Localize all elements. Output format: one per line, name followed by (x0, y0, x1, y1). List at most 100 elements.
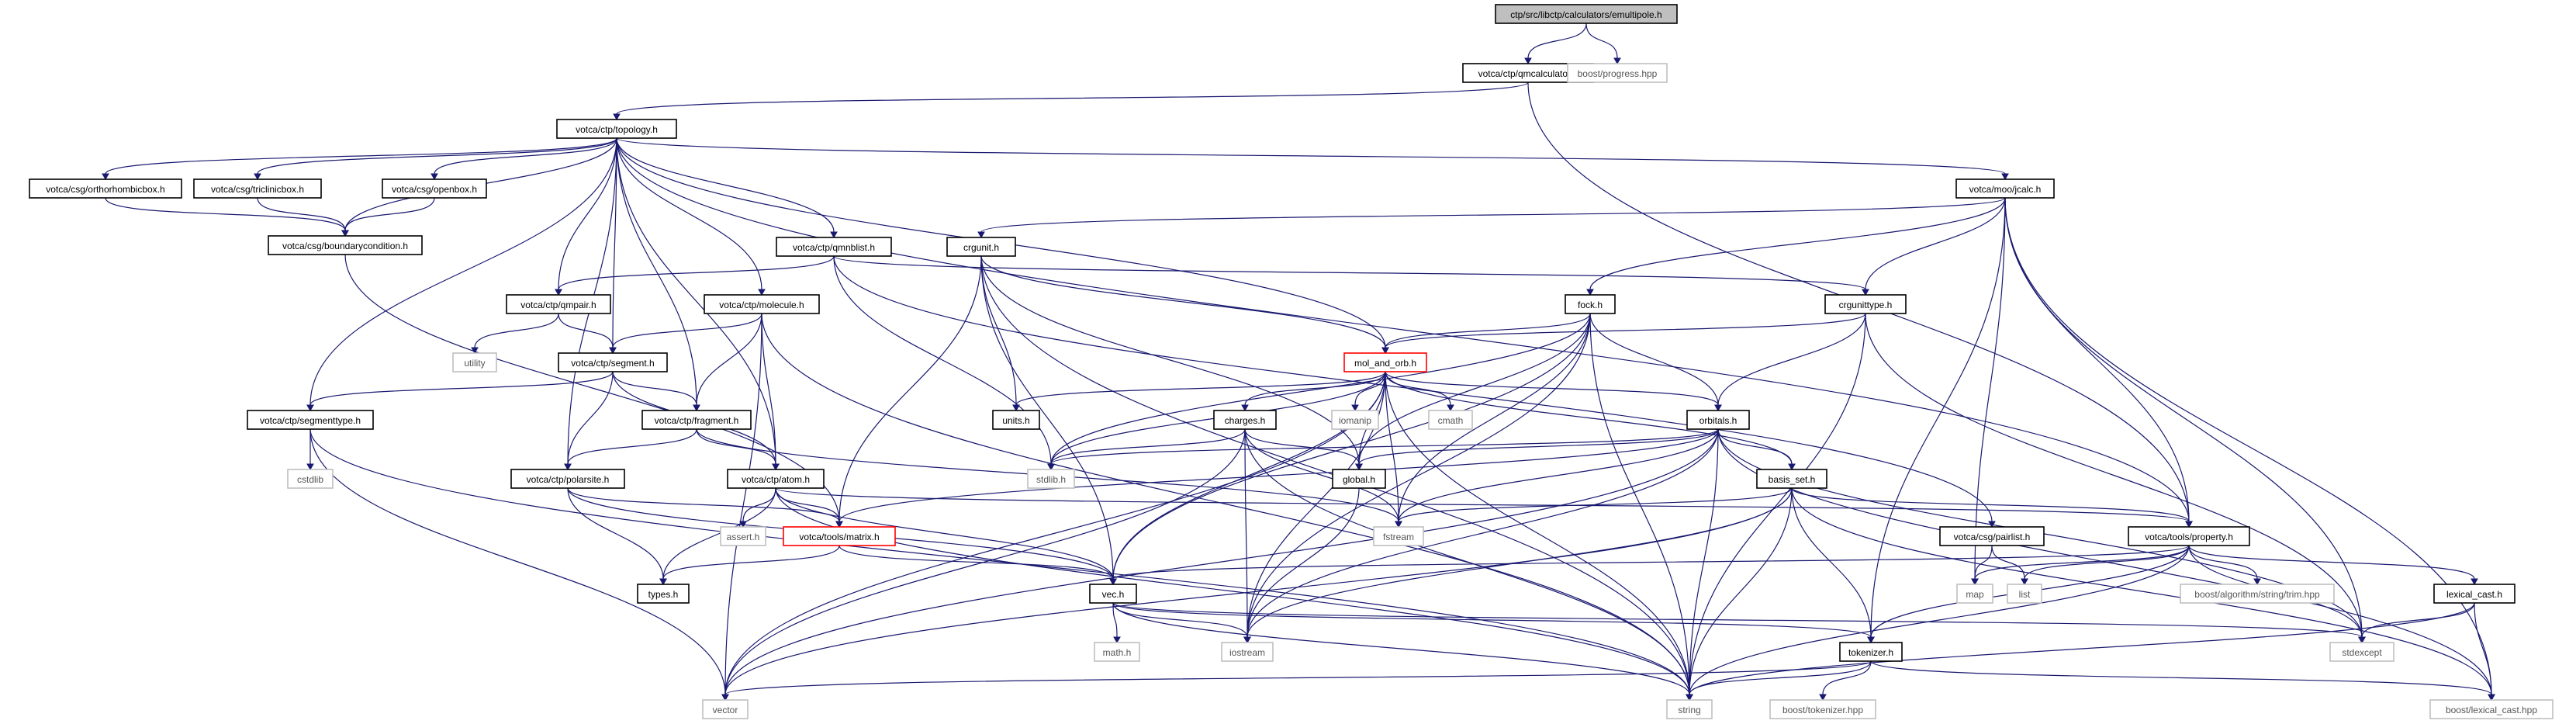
edge-lexical_cast_h-to-string (1689, 602, 2475, 695)
edge-orbitals-to-global (1358, 428, 1719, 465)
edge-crgunit-to-vec (980, 255, 1114, 580)
node-global[interactable]: global.h (1332, 469, 1386, 489)
node-label-charges: charges.h (1225, 415, 1266, 426)
node-box-vector (702, 699, 749, 719)
edge-charges-to-iostream (1244, 428, 1248, 638)
node-units[interactable]: units.h (992, 410, 1040, 430)
edge-triclinic-to-boundary (257, 197, 346, 231)
arrowhead-orbitals-to-global (1355, 463, 1363, 471)
node-label-qmpair: votca/ctp/qmpair.h (520, 300, 596, 310)
node-boost_tokenizer: boost/tokenizer.hpp (1769, 699, 1876, 719)
node-vec[interactable]: vec.h (1089, 584, 1137, 604)
node-box-crgunittype (1824, 294, 1907, 314)
edge-crgunit-to-matrix (838, 255, 982, 522)
node-box-orbitals (1686, 410, 1750, 430)
arrowhead-atom-to-assert (739, 521, 747, 528)
node-qmnblist[interactable]: votca/ctp/qmnblist.h (776, 237, 892, 257)
edge-topology-to-qmpair (558, 137, 617, 290)
edge-charges-to-fstream (1244, 428, 1399, 522)
node-boundary[interactable]: votca/csg/boundarycondition.h (268, 235, 423, 255)
node-triclinic[interactable]: votca/csg/triclinicbox.h (193, 178, 322, 199)
node-charges[interactable]: charges.h (1213, 410, 1277, 430)
edge-molecule-to-atom (761, 313, 776, 465)
node-topology[interactable]: votca/ctp/topology.h (556, 119, 677, 139)
node-box-segment (558, 352, 668, 372)
edge-tokenizer-to-boost_lexical_cast (1870, 660, 2492, 695)
edge-global-to-iostream (1247, 487, 1360, 638)
node-mathh: math.h (1094, 642, 1140, 662)
node-fstream: fstream (1373, 526, 1424, 546)
node-jcalc[interactable]: votca/moo/jcalc.h (1955, 178, 2055, 199)
node-matrix[interactable]: votca/tools/matrix.h (783, 526, 896, 546)
node-segmenttype[interactable]: votca/ctp/segmenttype.h (247, 410, 374, 430)
node-box-assert (720, 526, 766, 546)
node-label-topology: votca/ctp/topology.h (576, 124, 658, 135)
node-label-qmcalculator: votca/ctp/qmcalculator.h (1478, 68, 1578, 79)
node-atom[interactable]: votca/ctp/atom.h (727, 469, 825, 489)
edge-fock-to-stdlib (1050, 313, 1591, 465)
arrowhead-vec-to-tokenizer (1867, 636, 1875, 644)
arrowhead-qmcalculator-to-topology (613, 113, 621, 121)
node-orthorhombic[interactable]: votca/csg/orthorhombicbox.h (29, 178, 182, 199)
edge-jcalc-to-crgunit (980, 197, 2006, 233)
node-box-crgunit (946, 237, 1016, 257)
edge-topology-to-atom (616, 137, 776, 465)
node-cmath: cmath (1428, 410, 1473, 430)
node-fock[interactable]: fock.h (1565, 294, 1616, 314)
edge-jcalc-to-stdexcept (2004, 197, 2363, 638)
edge-vec-to-mathh (1112, 602, 1118, 638)
node-label-vec: vec.h (1102, 589, 1125, 600)
node-box-triclinic (193, 178, 322, 199)
node-label-mathh: math.h (1103, 647, 1132, 658)
node-polarsite[interactable]: votca/ctp/polarsite.h (510, 469, 625, 489)
edge-topology-to-segment (612, 137, 617, 348)
arrowhead-segment-to-fragment (693, 404, 700, 412)
edge-atom-to-string (775, 487, 1690, 695)
node-box-iomanip (1331, 410, 1379, 430)
node-box-units (992, 410, 1040, 430)
node-iomanip: iomanip (1331, 410, 1379, 430)
edge-topology-to-qmnblist (616, 137, 835, 233)
node-tokenizer[interactable]: tokenizer.h (1839, 642, 1903, 662)
node-orbitals[interactable]: orbitals.h (1686, 410, 1750, 430)
arrowhead-basis_set-to-fstream (1395, 521, 1402, 528)
node-box-qmnblist (776, 237, 892, 257)
edge-lexical_cast_h-to-boost_lexical_cast (2474, 602, 2492, 695)
edge-qmnblist-to-stdlib (833, 255, 1052, 465)
node-emultipole[interactable]: ctp/src/libctp/calculators/emultipole.h (1495, 4, 1678, 24)
arrowhead-property-to-vec (1109, 578, 1117, 586)
edge-topology-to-fragment (616, 137, 697, 406)
node-fragment[interactable]: votca/ctp/fragment.h (641, 410, 752, 430)
node-lexical_cast_h[interactable]: lexical_cast.h (2433, 584, 2515, 604)
edge-orbitals-to-iostream (1247, 428, 1719, 638)
node-basis_set[interactable]: basis_set.h (1756, 469, 1827, 489)
edge-molecule-to-segment (612, 313, 762, 348)
node-utility: utility (452, 352, 497, 372)
node-openbox[interactable]: votca/csg/openbox.h (382, 178, 487, 199)
edge-basis_set-to-tokenizer (1791, 487, 1872, 638)
edge-segment-to-polarsite (567, 371, 614, 465)
node-property[interactable]: votca/tools/property.h (2128, 526, 2250, 546)
edge-fock-to-iostream (1247, 313, 1591, 638)
node-crgunit[interactable]: crgunit.h (946, 237, 1016, 257)
edge-qmnblist-to-crgunittype (833, 255, 1866, 290)
arrowhead-topology-to-jcalc (2001, 173, 2009, 181)
node-crgunittype[interactable]: crgunittype.h (1824, 294, 1907, 314)
edge-mol_and_orb-to-iomanip (1354, 371, 1386, 406)
node-label-vector: vector (713, 705, 738, 715)
node-box-mathh (1094, 642, 1140, 662)
node-box-topology (556, 119, 677, 139)
node-segment[interactable]: votca/ctp/segment.h (558, 352, 668, 372)
node-qmpair[interactable]: votca/ctp/qmpair.h (506, 294, 611, 314)
edge-basis_set-to-vector (724, 487, 1793, 695)
edge-orbitals-to-basis_set (1717, 428, 1793, 465)
node-pairlist[interactable]: votca/csg/pairlist.h (1939, 526, 2045, 546)
node-box-fock (1565, 294, 1616, 314)
node-mol_and_orb[interactable]: mol_and_orb.h (1343, 352, 1427, 372)
node-molecule[interactable]: votca/ctp/molecule.h (704, 294, 820, 314)
node-types[interactable]: types.h (637, 584, 690, 604)
node-label-fragment: votca/ctp/fragment.h (655, 415, 739, 426)
arrowhead-fragment-to-polarsite (564, 463, 572, 471)
edge-pairlist-to-map (1974, 545, 1993, 580)
edge-segment-to-segmenttype (309, 371, 614, 406)
